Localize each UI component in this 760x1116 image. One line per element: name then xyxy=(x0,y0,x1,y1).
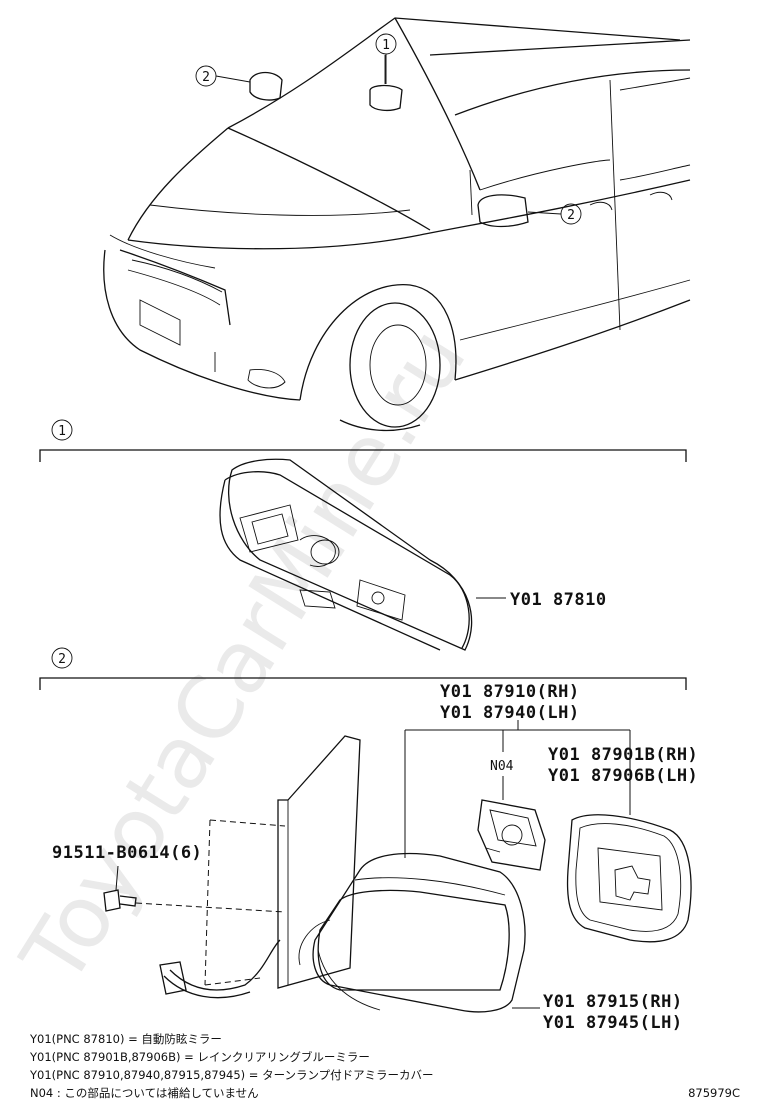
car-overview-illustration xyxy=(103,17,691,432)
section-2-marker: 2 xyxy=(51,647,73,669)
part-number-mirror-assy-lh: Y01 87940(LH) xyxy=(440,703,580,723)
section-2-bracket xyxy=(39,677,687,690)
note-line: N04 : この部品については補給していません xyxy=(30,1086,259,1100)
part-number-mirror-assy-rh: Y01 87910(RH) xyxy=(440,682,580,702)
part-number-cover-lh: Y01 87945(LH) xyxy=(543,1013,683,1033)
part-number-screw: 91511-B0614(6) xyxy=(52,843,202,863)
note-line: Y01(PNC 87910,87940,87915,87945) = ターンラン… xyxy=(29,1068,433,1082)
part-number-inner-mirror: Y01 87810 xyxy=(510,590,607,610)
svg-text:1: 1 xyxy=(58,424,66,439)
part-number-mirror-glass-lh: Y01 87906B(LH) xyxy=(548,766,698,786)
mirror-glass-illustration xyxy=(566,814,692,943)
notes-block: Y01(PNC 87810) = 自動防眩ミラー Y01(PNC 87901B,… xyxy=(29,1032,433,1100)
n04-label: N04 xyxy=(490,759,514,774)
callout-1-top: 1 xyxy=(375,33,397,55)
screw-illustration xyxy=(103,889,137,912)
door-mirror-mount-illustration xyxy=(135,735,361,999)
section-1-bracket xyxy=(39,449,687,462)
note-line: Y01(PNC 87810) = 自動防眩ミラー xyxy=(29,1032,222,1046)
svg-text:2: 2 xyxy=(202,70,210,85)
svg-text:2: 2 xyxy=(567,208,575,223)
svg-text:1: 1 xyxy=(382,38,390,53)
callout-2-left-mirror: 2 xyxy=(195,65,217,87)
note-line: Y01(PNC 87901B,87906B) = レインクリアリングブルーミラー xyxy=(29,1050,370,1064)
watermark: ToyotaCarMine.ru xyxy=(2,311,485,1002)
part-number-cover-rh: Y01 87915(RH) xyxy=(543,992,683,1012)
mirror-actuator-illustration xyxy=(477,799,546,871)
section-1-marker: 1 xyxy=(51,419,73,441)
callout-2-right-mirror: 2 xyxy=(560,203,582,225)
mirror-housing-illustration xyxy=(298,852,526,1013)
svg-text:2: 2 xyxy=(58,652,66,667)
inner-mirror-illustration xyxy=(219,458,473,651)
part-number-mirror-glass-rh: Y01 87901B(RH) xyxy=(548,745,698,765)
figure-code: 875979C xyxy=(688,1086,740,1100)
